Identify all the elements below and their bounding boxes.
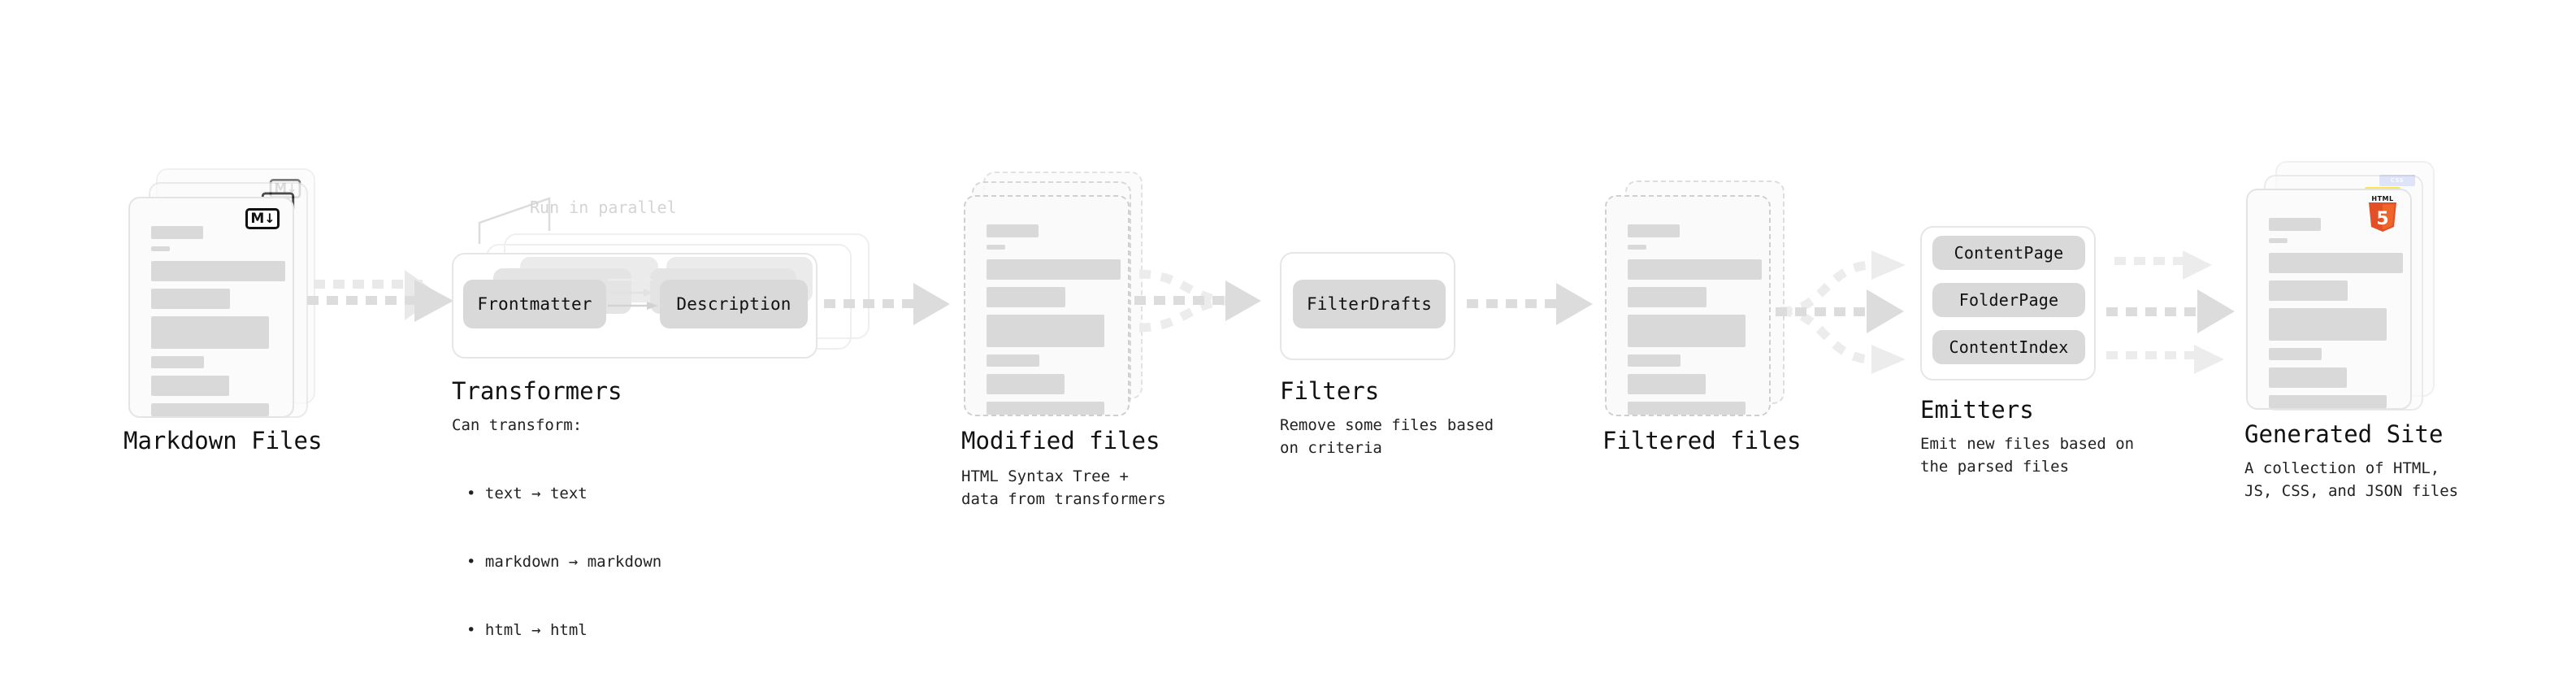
content-bar [1628, 259, 1762, 280]
content-bar [2269, 348, 2322, 360]
content-bar [2269, 253, 2403, 273]
site-card-content [2269, 218, 2403, 415]
content-bar [151, 289, 230, 309]
content-bar [987, 224, 1039, 237]
transformer-chip-frontmatter[interactable]: Frontmatter [463, 280, 606, 328]
arrow-filtered-to-emitters [1776, 250, 1906, 374]
content-bar [151, 261, 285, 281]
content-bar [2269, 308, 2387, 341]
markdown-badge-arrow: ↓ [264, 211, 275, 226]
stage-title-transformers: Transformers [452, 377, 622, 405]
transformers-bullet-list: • text → text • markdown → markdown • ht… [452, 437, 661, 687]
bullet-item: • html → html [466, 621, 588, 639]
stage-title-emitters: Emitters [1920, 396, 2034, 424]
content-bar [2269, 395, 2387, 408]
transformers-subtitle: Can transform: [452, 416, 583, 434]
content-bar [2269, 218, 2321, 231]
content-bar [2269, 238, 2288, 243]
emitter-chip-folderpage[interactable]: FolderPage [1932, 283, 2085, 317]
run-in-parallel-note: Run in parallel [530, 198, 677, 217]
content-bar [151, 316, 269, 349]
stage-title-filters: Filters [1280, 377, 1380, 405]
content-bar [1628, 374, 1706, 394]
markdown-card-content [151, 226, 285, 424]
stage-title-modified-files: Modified files [961, 427, 1160, 454]
stage-title-filtered-files: Filtered files [1602, 427, 1802, 454]
modified-files-subtitle: HTML Syntax Tree + data from transformer… [961, 467, 1166, 508]
markdown-icon: M↓ [245, 208, 280, 229]
arrow-modified-to-filters [1134, 269, 1261, 333]
content-bar [1628, 354, 1680, 367]
html5-label: HTML [2371, 195, 2394, 202]
html5-shield: 5 [2366, 202, 2399, 232]
content-bar [987, 259, 1121, 280]
transformer-inner-arrows [608, 276, 658, 310]
markdown-badge-letter: M [250, 210, 264, 227]
emitter-chip-contentpage[interactable]: ContentPage [1932, 236, 2085, 270]
site-card-front: HTML 5 [2246, 189, 2412, 410]
content-bar [151, 356, 204, 368]
content-bar [151, 226, 203, 239]
markdown-card-front: M↓ [128, 197, 294, 418]
content-bar [1628, 224, 1680, 237]
filters-subtitle: Remove some files based on criteria [1280, 416, 1494, 457]
content-bar [2269, 367, 2347, 388]
content-bar [987, 402, 1104, 415]
html5-shield-svg: 5 [2369, 202, 2396, 232]
content-bar [987, 354, 1039, 367]
content-bar [987, 245, 1005, 250]
filtered-card-front [1605, 195, 1771, 416]
content-bar [1628, 315, 1746, 347]
content-bar [151, 246, 170, 251]
html5-digit: 5 [2376, 209, 2388, 229]
filtered-card-content [1628, 224, 1762, 422]
emitter-chip-contentindex[interactable]: ContentIndex [1932, 330, 2085, 364]
content-bar [151, 403, 269, 416]
arrow-emitters-to-site [2106, 250, 2235, 374]
run-in-parallel-bracket [478, 197, 551, 244]
html5-icon: HTML 5 [2366, 195, 2399, 233]
arrow-markdown-to-transformers [307, 270, 453, 322]
content-bar [1628, 287, 1706, 307]
arrow-filters-to-filtered [1467, 283, 1593, 325]
transformer-chip-description[interactable]: Description [660, 280, 808, 328]
modified-card-content [987, 224, 1121, 422]
content-bar [1628, 245, 1646, 250]
content-bar [987, 374, 1065, 394]
modified-card-front [964, 195, 1130, 416]
content-bar [1628, 402, 1746, 415]
content-bar [2269, 280, 2348, 301]
stage-title-markdown-files: Markdown Files [124, 427, 323, 454]
content-bar [987, 315, 1104, 347]
generated-site-subtitle: A collection of HTML, JS, CSS, and JSON … [2244, 459, 2459, 500]
arrow-transformers-to-modified [824, 283, 950, 325]
content-bar [987, 287, 1065, 307]
stage-title-generated-site: Generated Site [2244, 420, 2444, 448]
filter-chip-filterdrafts[interactable]: FilterDrafts [1293, 280, 1446, 328]
content-bar [151, 376, 229, 396]
emitters-subtitle: Emit new files based on the parsed files [1920, 435, 2135, 476]
bullet-item: • text → text [466, 485, 588, 502]
bullet-item: • markdown → markdown [466, 553, 662, 571]
